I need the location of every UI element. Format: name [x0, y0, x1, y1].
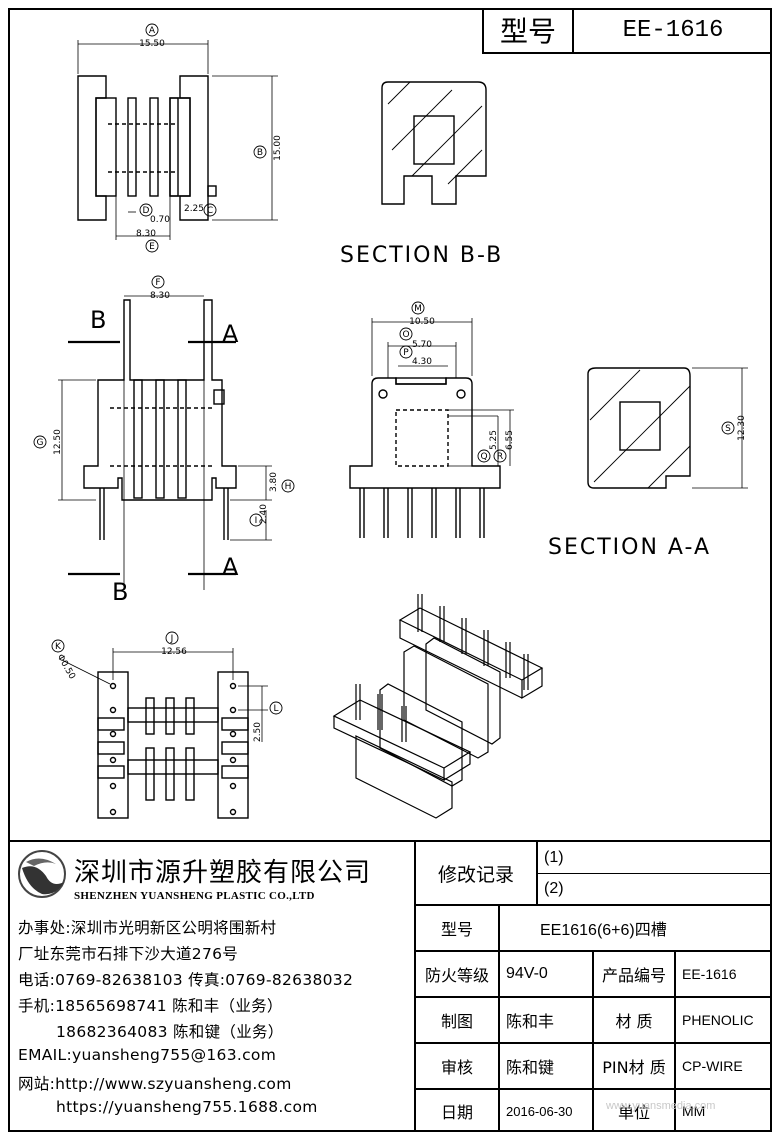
footer-vertical-divider: [414, 840, 416, 1132]
unit-value: MM: [682, 1103, 706, 1119]
revision-label: 修改记录: [437, 863, 514, 886]
letter-circles: [33, 23, 735, 715]
company-website2: https://yuansheng755.1688.com: [56, 1098, 318, 1116]
letter-i: I: [255, 516, 258, 526]
letter-c: C: [207, 206, 213, 216]
letter-o: O: [402, 330, 409, 340]
letter-a: A: [149, 26, 156, 36]
dim-c: 2.25: [184, 204, 204, 214]
company-name-en: SHENZHEN YUANSHENG PLASTIC CO.,LTD: [74, 890, 315, 902]
section-bb-view: [381, 81, 487, 205]
letter-l: L: [273, 704, 278, 714]
company-website: 网站:http://www.szyuansheng.com: [18, 1075, 292, 1093]
material-value: PHENOLIC: [682, 1012, 754, 1028]
company-mobile2: 18682364083 陈和键（业务）: [56, 1023, 284, 1041]
dim-e: 8.30: [136, 229, 156, 239]
letter-r: R: [497, 452, 503, 462]
date-value: 2016-06-30: [506, 1103, 573, 1119]
dim-j: 12.56: [161, 647, 187, 657]
product-no-value: EE-1616: [682, 966, 737, 982]
pin-material-value: CP-WIRE: [682, 1058, 743, 1074]
bottom-view: [97, 671, 249, 819]
letter-b: B: [257, 148, 263, 158]
footer-divider: [8, 840, 772, 842]
dim-m: 10.50: [409, 317, 435, 327]
model-value: EE1616(6+6)四槽: [540, 922, 667, 939]
revision-1: (1): [544, 848, 564, 866]
section-bb-label: SECTION B-B: [340, 243, 503, 268]
company-phone: 电话:0769-82638103 传真:0769-82638032: [18, 971, 354, 989]
letter-f: F: [155, 278, 160, 288]
company-email: EMAIL:yuansheng755@163.com: [18, 1046, 277, 1064]
watermark: www.yuansmedia.com: [606, 1100, 716, 1112]
unit-label: 单位: [617, 1103, 650, 1122]
pin-material-label: PIN材 质: [602, 1058, 666, 1077]
technical-drawing: A 15.50 B 15.00 C 2.25 D 0.70 8.30 E F 8…: [33, 23, 748, 819]
letter-q: Q: [480, 452, 487, 462]
section-letter-b-bottom: B: [112, 578, 128, 606]
company-mobile1: 手机:18565698741 陈和丰（业务）: [18, 997, 283, 1015]
section-letters: B A A B: [90, 306, 239, 606]
letter-h: H: [285, 482, 292, 492]
dim-k: Φ0.50: [55, 653, 77, 682]
bottom-view-dims: [61, 648, 268, 742]
company-office: 办事处:深圳市光明新区公明将围新村: [18, 919, 277, 937]
front-view-dims: [58, 295, 272, 541]
info-table: 修改记录 (1) (2) 型号 EE1616(6+6)四槽 防火等级 94V-0…: [416, 842, 772, 1132]
material-label: 材 质: [615, 1012, 653, 1031]
letter-g: G: [37, 438, 44, 448]
drawn-by-label: 制图: [440, 1012, 473, 1031]
reviewer-value: 陈和键: [506, 1060, 555, 1077]
model-label: 型号: [440, 920, 473, 939]
dim-d: 0.70: [150, 215, 170, 225]
dim-i: 2.40: [259, 504, 269, 524]
dim-s: 12.30: [737, 415, 747, 441]
dim-b: 15.00: [273, 135, 283, 161]
section-aa-label: SECTION A-A: [548, 535, 711, 560]
section-aa-view: [587, 367, 691, 489]
letter-s: S: [725, 424, 731, 434]
section-letter-a-bottom: A: [222, 553, 239, 581]
letter-j: J: [170, 634, 174, 644]
letter-e: E: [149, 242, 155, 252]
section-letter-a-top: A: [222, 320, 239, 348]
dim-p: 4.30: [412, 357, 432, 367]
top-view: [77, 75, 217, 221]
dim-h: 3.80: [269, 472, 279, 492]
fire-rating-value: 94V-0: [506, 965, 548, 982]
section-letter-b-top: B: [90, 306, 106, 334]
side-view-dims: [371, 318, 514, 466]
dim-g: 12.50: [53, 429, 63, 455]
dim-r: 6.55: [505, 430, 515, 450]
company-logo: [18, 850, 66, 898]
drawing-frame: [8, 8, 772, 1132]
title-model-label: 型号: [484, 8, 574, 52]
letter-p: P: [403, 348, 409, 358]
isometric-view: [332, 594, 544, 819]
side-view: [349, 377, 501, 538]
letter-d: D: [143, 206, 150, 216]
date-label: 日期: [440, 1103, 473, 1122]
title-block: 型号 EE-1616: [482, 8, 772, 54]
dimension-text: A 15.50 B 15.00 C 2.25 D 0.70 8.30 E F 8…: [37, 26, 747, 742]
title-model-value: EE-1616: [622, 16, 724, 44]
product-no-label: 产品编号: [601, 966, 666, 985]
company-name-cn: 深圳市源升塑胶有限公司: [74, 858, 372, 888]
section-aa-dims: [692, 367, 748, 489]
dim-l: 2.50: [253, 722, 263, 742]
fire-rating-label: 防火等级: [424, 966, 489, 985]
dim-f: 8.30: [150, 291, 170, 301]
revision-2: (2): [544, 880, 564, 897]
dim-a: 15.50: [139, 39, 165, 49]
company-factory: 厂址东莞市石排下沙大道276号: [18, 945, 239, 963]
dim-q: 5.25: [489, 430, 499, 450]
reviewer-label: 审核: [440, 1058, 473, 1077]
letter-m: M: [414, 304, 422, 314]
dim-o: 5.70: [412, 340, 432, 350]
drawn-by-value: 陈和丰: [506, 1014, 555, 1031]
front-view: [68, 299, 237, 590]
letter-k: K: [55, 642, 62, 652]
top-view-dims: [77, 40, 278, 240]
